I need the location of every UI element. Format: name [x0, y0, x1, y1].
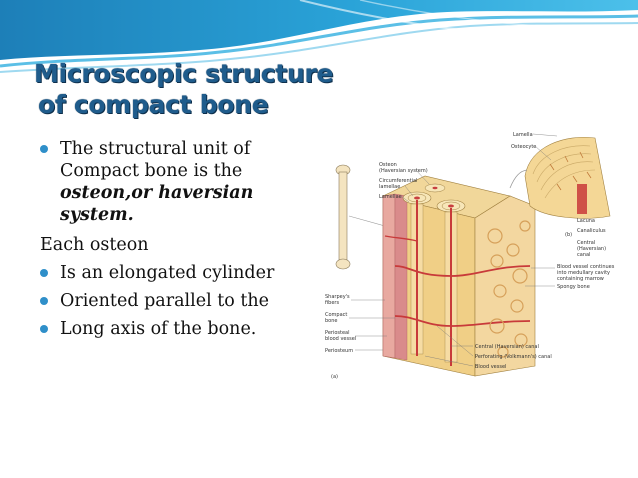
- label-lamellae: Lamellae: [379, 194, 402, 200]
- label-compact-bone: bone: [325, 318, 337, 324]
- bullet-item-text: Long axis of the bone.: [60, 319, 257, 339]
- bullet-dot-icon: [40, 325, 48, 333]
- label-canaliculus: Canaliculus: [577, 228, 606, 234]
- bullet-structural-unit: The structural unit of Compact bone is t…: [40, 138, 320, 226]
- compact-bone-block: [382, 175, 536, 377]
- header-wave-decoration: [0, 0, 638, 73]
- label-central-haversian-canal: Central (Haversian) canal: [475, 344, 539, 350]
- label-osteon: Osteon: [379, 162, 397, 168]
- slide-title: Microscopic structure of compact bone: [34, 58, 333, 120]
- label-sharpeys-fibers: fibers: [325, 300, 339, 306]
- label-central-haversian: (Haversian): [577, 246, 606, 252]
- figure-labels: Lamella Osteocyte Osteon (Haversian syst…: [325, 132, 615, 380]
- bullet-text-line: The structural unit of: [60, 139, 251, 159]
- label-lamella: Lamella: [513, 132, 533, 138]
- label-compact: Compact: [325, 312, 347, 318]
- label-blood-vessel: Blood vessel: [475, 364, 506, 370]
- bullet-dot-icon: [40, 145, 48, 153]
- bullet-item: Is an elongated cylinder: [40, 262, 320, 284]
- bullet-emphasis-line: osteon,or haversian: [60, 183, 254, 203]
- bullet-dot-icon: [40, 269, 48, 277]
- bullet-list: Is an elongated cylinder Oriented parall…: [40, 262, 320, 340]
- bullet-item-text: Oriented parallel to the: [60, 291, 270, 311]
- label-central-canal-short: canal: [577, 252, 590, 258]
- bullet-item: Long axis of the bone.: [40, 318, 320, 340]
- slide-body: The structural unit of Compact bone is t…: [40, 138, 320, 346]
- bullet-item: Oriented parallel to the: [40, 290, 320, 312]
- label-haversian-system: (Haversian system): [379, 168, 428, 174]
- section-heading: Each osteon: [40, 235, 149, 255]
- bone-diagram: Lamella Osteocyte Osteon (Haversian syst…: [325, 132, 615, 380]
- title-line-1: Microscopic structure: [34, 59, 334, 88]
- label-circumferential-lamellae: lamellae: [379, 184, 400, 190]
- bullet-emphasis-line: system.: [60, 205, 134, 225]
- label-spongy-bone: Spongy bone: [557, 284, 590, 290]
- title-line-2: of compact bone: [38, 90, 269, 119]
- magnified-osteon: [509, 136, 611, 219]
- long-bone-illustration: [335, 164, 386, 270]
- label-containing-marrow: containing marrow: [557, 276, 604, 282]
- label-periosteal-blood-vessel: blood vessel: [325, 336, 356, 342]
- label-perforating-canal: Perforating (Volkmann's) canal: [475, 354, 552, 360]
- label-circumferential: Circumferential: [379, 178, 417, 184]
- label-panel-b: (b): [565, 232, 572, 238]
- label-panel-a: (a): [331, 374, 338, 380]
- label-periosteum: Periosteum: [325, 348, 353, 354]
- bullet-dot-icon: [40, 297, 48, 305]
- label-into-medullary-cavity: into medullary cavity: [557, 270, 610, 276]
- label-sharpeys: Sharpey's: [325, 294, 350, 300]
- label-lacuna: Lacuna: [577, 218, 595, 224]
- bullet-text-line: Compact bone is the: [60, 161, 243, 181]
- label-osteocyte: Osteocyte: [511, 144, 536, 150]
- label-blood-vessel-continues: Blood vessel continues: [557, 264, 615, 270]
- bullet-item-text: Is an elongated cylinder: [60, 263, 275, 283]
- label-periosteal: Periosteal: [325, 330, 350, 336]
- label-central: Central: [577, 240, 595, 246]
- bone-structure-figure: Lamella Osteocyte Osteon (Haversian syst…: [325, 126, 620, 382]
